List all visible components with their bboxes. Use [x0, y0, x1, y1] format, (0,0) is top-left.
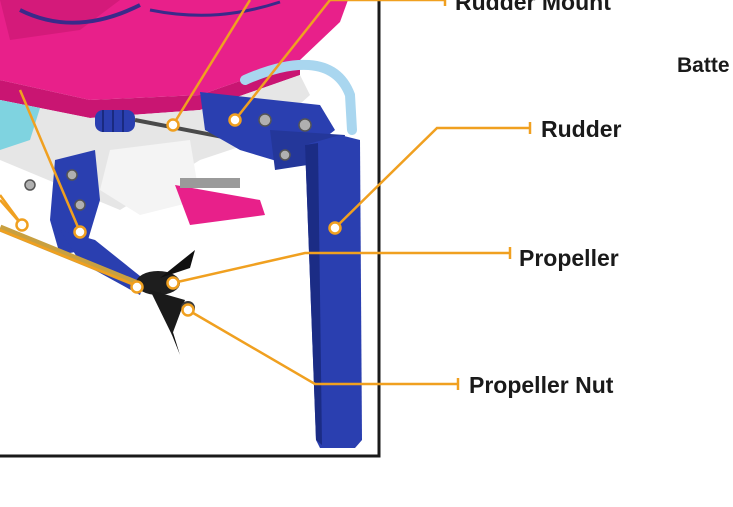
- label-rudder-mount: Rudder Mount: [455, 0, 611, 15]
- cooling-tube: [240, 59, 357, 135]
- hull-side: [0, 60, 300, 118]
- rudder-blade-edge: [305, 143, 322, 445]
- rudder-mount-line: [234, 0, 331, 121]
- label-battery: Batte: [677, 54, 730, 77]
- propeller-nut-line: [187, 308, 458, 386]
- hull-panel: [100, 140, 200, 215]
- steering-spring: [95, 110, 135, 132]
- strut-line: [18, 89, 82, 233]
- hull-stripe-2: [149, 0, 281, 17]
- label-propeller: Propeller: [519, 245, 619, 271]
- trim-bracket: [180, 178, 240, 188]
- label-propeller-nut: Propeller Nut: [469, 372, 614, 398]
- drive-shaft: [0, 224, 142, 289]
- propeller-line: [172, 251, 510, 285]
- rudder-line: [334, 126, 530, 229]
- trim-tab: [175, 185, 265, 225]
- hull-stripe: [19, 3, 141, 25]
- hull-deck: [0, 0, 348, 100]
- shaft-line-2: [0, 228, 136, 287]
- rudder-mount-line-2: [171, 0, 252, 126]
- callout-dots: [15, 113, 342, 317]
- label-rudder: Rudder: [541, 116, 622, 142]
